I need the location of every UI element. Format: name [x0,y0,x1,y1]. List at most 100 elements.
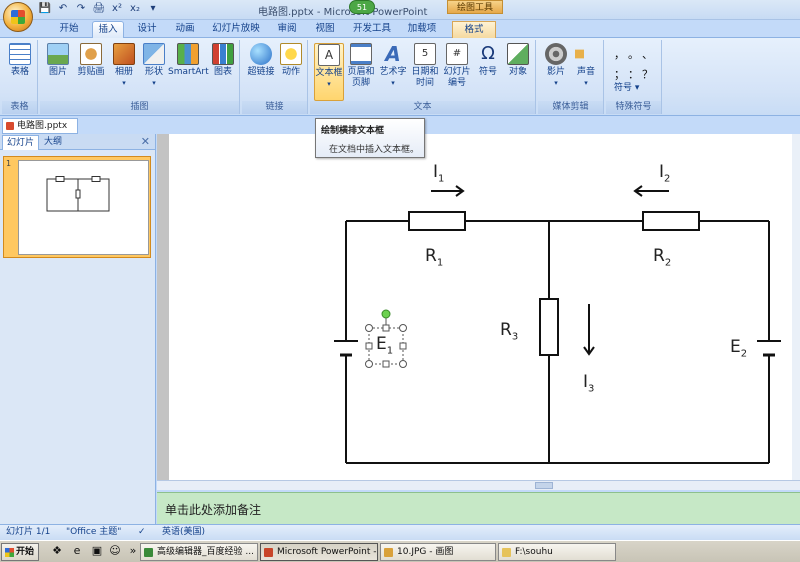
spellcheck-icon[interactable]: ✓ [138,527,146,537]
tab-slides[interactable]: 幻灯片 [2,135,40,150]
tab-animation[interactable]: 动画 [175,23,195,34]
chart-button[interactable]: 图表 [210,43,236,78]
tab-home[interactable]: 开始 [59,23,79,34]
clipart-icon [80,43,102,65]
tab-outline[interactable]: 大纲 [44,137,63,147]
symbol-dropdown[interactable]: 符号 ▾ [614,80,639,93]
office-button[interactable] [3,2,33,32]
redo-icon[interactable]: ↷ [76,3,86,14]
album-button[interactable]: 相册 ▾ [110,43,138,89]
close-icon[interactable]: ✕ [140,135,150,148]
textbox-button[interactable]: A 文本框 ▾ [314,43,344,101]
special-symbol-grid: ， 。 、 ； ： ？ [614,46,658,82]
qq-icon[interactable]: ☺ [109,544,121,557]
tab-view[interactable]: 视图 [315,23,335,34]
hyperlink-button[interactable]: 超链接 [246,43,276,78]
symbol-question[interactable]: ？ [642,68,653,81]
label-i2[interactable]: I2 [659,162,671,185]
label-r1[interactable]: R1 [425,246,444,269]
symbol-button[interactable]: Ω 符号 [474,43,502,78]
tab-review[interactable]: 审阅 [277,23,297,34]
resize-handle-s[interactable] [382,360,390,368]
taskbar-item-powerpoint[interactable]: Microsoft PowerPoint - [... [260,543,378,561]
taskbar-item-folder[interactable]: F:\souhu [498,543,616,561]
notes-pane[interactable]: 单击此处添加备注 [157,492,800,524]
table-button[interactable]: 表格 [6,43,34,78]
symbol-colon[interactable]: ： [628,68,639,81]
smartart-button[interactable]: SmartArt [168,43,209,78]
group-label-media: 媒体剪辑 [538,101,603,114]
start-button[interactable]: 开始 [1,543,39,561]
tab-developer[interactable]: 开发工具 [352,23,391,34]
header-footer-button[interactable]: 页眉和 页脚 [346,43,376,89]
resize-handle-sw[interactable] [365,360,373,368]
horizontal-scrollbar[interactable] [157,480,800,490]
object-button[interactable]: 对象 [504,43,532,78]
taskbar-item-paint[interactable]: 10.JPG - 画图 [380,543,496,561]
tooltip-title: 绘制横排文本框 [321,126,385,136]
taskbar-item-browser[interactable]: 高级编辑器_百度经验 ... [140,543,258,561]
rotate-handle[interactable] [381,309,391,319]
resize-handle-se[interactable] [399,360,407,368]
symbol-enum-comma[interactable]: 、 [642,48,653,61]
resize-handle-w[interactable] [365,342,373,350]
tab-slideshow[interactable]: 幻灯片放映 [212,23,260,34]
header-footer-label-2: 页脚 [351,78,370,88]
status-theme: "Office 主题" [66,527,122,537]
more-icon[interactable]: » [129,544,137,557]
tab-addins[interactable]: 加载项 [407,23,437,34]
textbox-selection[interactable] [365,309,407,368]
resistor-r3[interactable] [539,298,559,356]
resistor-r1[interactable] [408,211,466,231]
save-icon[interactable]: 💾 [38,3,52,14]
windows-icon[interactable]: ❖ [52,544,62,557]
document-tab[interactable]: 电路图.pptx [2,118,78,134]
chart-label: 图表 [213,67,232,77]
resize-handle-ne[interactable] [399,324,407,332]
status-language[interactable]: 英语(美国) [162,527,206,537]
symbol-semicolon[interactable]: ； [614,68,625,81]
contextual-tab-group: 绘图工具 [447,0,503,14]
slide-thumbnail-selected[interactable]: 1 [3,156,151,258]
superscript-icon[interactable]: x² [112,3,122,14]
explorer-icon[interactable]: ▣ [91,544,103,557]
label-i3[interactable]: I3 [583,372,595,395]
slide-editor[interactable]: I1 I2 I3 R1 R2 R3 E1 E2 [169,134,800,480]
ie-icon[interactable]: e [73,544,81,557]
tab-design[interactable]: 设计 [137,23,157,34]
undo-icon[interactable]: ↶ [58,3,68,14]
vertical-scrollbar[interactable] [792,134,800,480]
shapes-button[interactable]: 形状 ▾ [140,43,168,89]
datetime-button[interactable]: 5 日期和 时间 [410,43,440,89]
label-e2[interactable]: E2 [730,337,748,360]
clipart-button[interactable]: 剪贴画 [74,43,108,78]
print-preview-icon[interactable]: 🖨 [92,3,106,14]
datetime-label-2: 时间 [415,78,434,88]
horizontal-scrollbar-thumb[interactable] [535,482,553,489]
label-r3[interactable]: R3 [500,320,519,343]
customize-qat-icon[interactable]: ▾ [150,3,156,14]
symbol-period[interactable]: 。 [628,48,639,61]
resize-handle-n[interactable] [382,324,390,332]
title-bar: 💾 ↶ ↷ 🖨 x² x₂ ▾ 电路图.pptx - Microsoft Pow… [0,0,800,32]
textbox-tooltip: 绘制横排文本框 在文档中插入文本框。 [315,118,425,158]
picture-button[interactable]: 图片 [44,43,72,78]
symbol-label: 符号 [478,67,497,77]
resize-handle-e[interactable] [399,342,407,350]
label-r2[interactable]: R2 [653,246,672,269]
wordart-button[interactable]: A 艺术字 ▾ [378,43,408,89]
subscript-icon[interactable]: x₂ [130,3,140,14]
action-button[interactable]: 动作 [278,43,304,78]
label-i1[interactable]: I1 [433,162,445,185]
tab-insert[interactable]: 插入 [92,21,124,38]
movie-button[interactable]: 影片 ▾ [542,43,570,89]
resistor-r2[interactable] [642,211,700,231]
slide-number-button[interactable]: # 幻灯片 编号 [442,43,472,89]
tab-format[interactable]: 格式 [452,21,496,38]
thumbnail-circuit [46,176,110,212]
label-e1[interactable]: E1 [376,334,394,357]
action-label: 动作 [281,67,300,77]
symbol-comma[interactable]: ， [614,48,625,61]
resize-handle-nw[interactable] [365,324,373,332]
sound-button[interactable]: 声音 ▾ [572,43,600,89]
